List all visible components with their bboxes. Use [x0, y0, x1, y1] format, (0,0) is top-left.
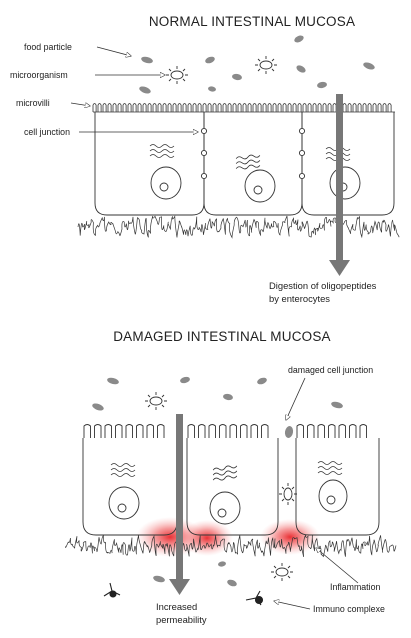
damaged-epithelial-cells	[83, 425, 379, 536]
cell-nucleus	[330, 167, 360, 199]
normal-mucosa-panel: NORMAL INTESTINAL MUCOSA	[10, 14, 399, 304]
cell-nucleus	[151, 167, 181, 199]
normal-food-particles	[138, 34, 375, 95]
food-particle	[140, 56, 153, 65]
food-particle	[293, 34, 305, 44]
food-particle	[152, 575, 165, 584]
food-particle	[223, 393, 234, 401]
food-particle	[256, 376, 267, 385]
permeability-caption-line2: permeability	[156, 614, 207, 625]
food-particle	[208, 86, 217, 92]
food-particle	[91, 402, 104, 412]
inflammation-regions	[136, 517, 320, 557]
microvilli-brush-border	[93, 104, 391, 113]
microorganism-icon	[271, 563, 293, 581]
normal-microorganisms	[166, 56, 277, 84]
normal-title: NORMAL INTESTINAL MUCOSA	[149, 14, 355, 29]
food-particle	[179, 376, 190, 384]
cell-nucleus	[210, 492, 240, 524]
label-microorganism: microorganism	[10, 70, 68, 80]
enterocyte-cell	[302, 112, 394, 215]
food-particle	[330, 401, 343, 410]
microorganism-icon	[166, 66, 188, 84]
immuno-complex-icon	[104, 583, 120, 597]
damaged-enterocyte-cell	[187, 438, 278, 535]
normal-epithelial-cells	[95, 112, 394, 215]
cell-junctions	[201, 128, 304, 178]
microorganism-icon	[255, 56, 277, 74]
enterocyte-cell	[204, 112, 302, 215]
label-damaged-cell-junction: damaged cell junction	[288, 365, 373, 375]
microorganism-icon	[145, 392, 167, 410]
enterocyte-cell	[95, 112, 204, 215]
food-particle	[106, 377, 119, 386]
food-particle	[362, 61, 375, 71]
food-particle	[226, 578, 237, 587]
food-particle	[232, 73, 243, 81]
cell-nucleus	[245, 170, 275, 202]
label-inflammation: Inflammation	[330, 582, 380, 592]
food-particle	[218, 561, 227, 567]
cell-nucleus	[319, 480, 347, 512]
digestion-caption-line1: Digestion of oligopeptides	[269, 280, 377, 291]
label-microvilli: microvilli	[16, 98, 50, 108]
microorganism-icon	[279, 483, 297, 505]
label-immuno-complex: Immuno complexe	[313, 604, 385, 614]
damaged-microvilli	[297, 425, 367, 439]
damaged-microvilli	[84, 425, 164, 439]
normal-labels	[71, 47, 198, 132]
golgi-apparatus	[111, 462, 342, 482]
food-particle	[295, 64, 307, 74]
food-particle	[317, 81, 328, 89]
permeability-caption-line1: Increased	[156, 601, 197, 612]
golgi-apparatus	[150, 145, 350, 171]
food-particle	[138, 85, 151, 95]
food-particle	[204, 55, 215, 64]
immuno-complex-icon	[246, 591, 263, 605]
label-food-particle: food particle	[24, 42, 72, 52]
food-particle	[284, 425, 294, 438]
digestion-caption-line2: by enterocytes	[269, 293, 330, 304]
damaged-mucosa-panel: DAMAGED INTESTINAL MUCOSA	[66, 329, 396, 625]
damaged-enterocyte-cell	[296, 438, 379, 535]
damaged-food-particles	[91, 376, 343, 588]
label-cell-junction: cell junction	[24, 127, 70, 137]
lamina-propria-network	[78, 216, 399, 238]
damaged-title: DAMAGED INTESTINAL MUCOSA	[113, 329, 331, 344]
damaged-microvilli	[188, 425, 268, 439]
cell-nucleus	[109, 487, 139, 519]
